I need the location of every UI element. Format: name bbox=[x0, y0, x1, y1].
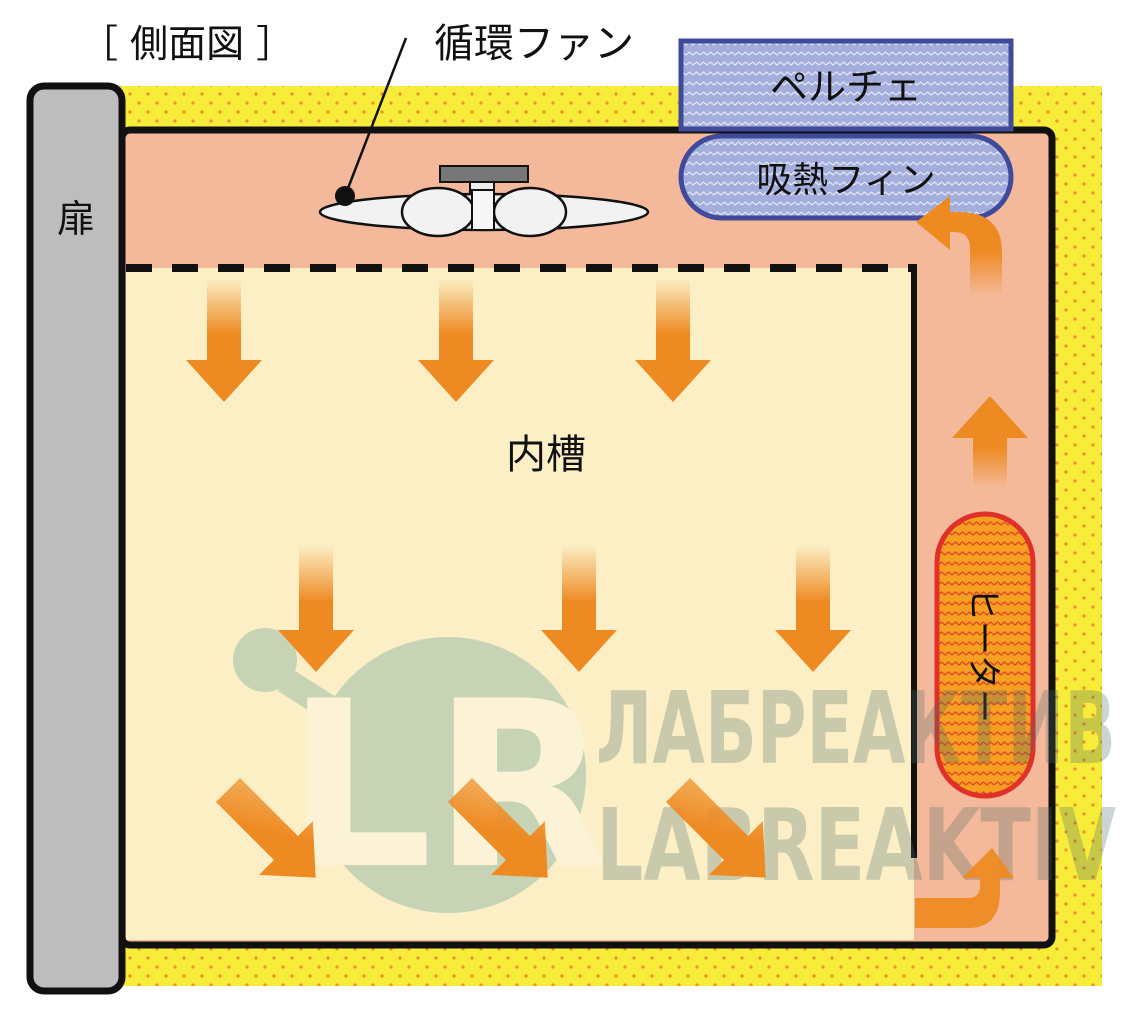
peltier-block bbox=[678, 38, 1014, 132]
arrow-diagonal bbox=[215, 777, 316, 878]
arrow-down bbox=[186, 278, 262, 402]
heater bbox=[934, 511, 1036, 799]
arrow-diagonal bbox=[447, 777, 548, 878]
arrow-down bbox=[418, 278, 494, 402]
door bbox=[26, 82, 126, 995]
fan-label: 循環ファン bbox=[434, 21, 634, 67]
arrow-diagonal bbox=[665, 777, 766, 878]
view-label: ［ 側面図 ］ bbox=[80, 22, 294, 66]
airflow-arrows bbox=[186, 196, 1028, 928]
arrow-up bbox=[952, 396, 1028, 488]
arrow-curve-top bbox=[916, 196, 1002, 296]
fin-label: 吸熱フィン bbox=[756, 160, 935, 201]
watermark-line1: ЛАБРЕАКТИВ bbox=[596, 670, 1116, 787]
watermark-logo: LR bbox=[286, 653, 610, 920]
door-label: 扉 bbox=[57, 197, 95, 241]
fan-pointer-line bbox=[343, 37, 408, 197]
arrow-down bbox=[635, 278, 711, 402]
arrow-down bbox=[278, 545, 354, 672]
peltier-label: ペルチェ bbox=[770, 65, 922, 109]
arrow-curve-bottom bbox=[915, 848, 1014, 928]
absorber-fin bbox=[678, 133, 1014, 221]
inner-tank-label: 内槽 bbox=[506, 432, 586, 478]
arrow-down bbox=[775, 545, 851, 672]
heater-label: ヒーター bbox=[963, 587, 1003, 723]
watermark: LR ЛАБРЕАКТИВ LABREAKTIV bbox=[233, 628, 1116, 920]
circulation-fan bbox=[318, 165, 650, 238]
arrow-down bbox=[541, 545, 617, 672]
